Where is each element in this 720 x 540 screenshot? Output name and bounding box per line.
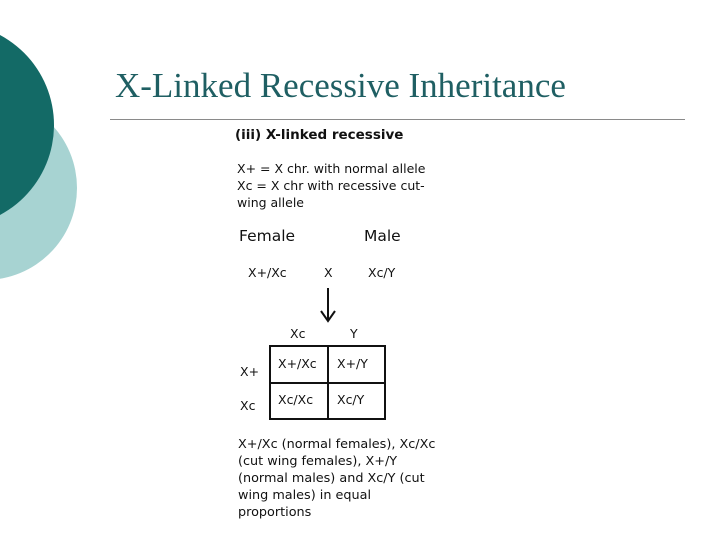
result-line: wing males) in equal — [238, 488, 372, 503]
result-line: X+/Xc (normal females), Xc/Xc — [238, 437, 436, 452]
figure-heading: (iii) X-linked recessive — [235, 127, 404, 143]
female-label: Female — [239, 227, 296, 245]
male-genotype: Xc/Y — [368, 265, 396, 280]
punnett-cell: Xc/Y — [337, 392, 365, 407]
punnett-col-header: Y — [350, 326, 358, 341]
cross-symbol: X — [324, 265, 333, 280]
down-arrow-icon — [320, 288, 336, 323]
title-divider — [110, 119, 685, 120]
result-line: (normal males) and Xc/Y (cut — [238, 471, 425, 486]
dark-teal-circle — [0, 35, 54, 215]
punnett-square: X+/Xc X+/Y Xc/Xc Xc/Y — [269, 345, 386, 420]
decorative-teal-circles — [0, 35, 77, 279]
definition-line-1: X+ = X chr. with normal allele — [237, 161, 426, 176]
result-line: proportions — [238, 505, 312, 520]
male-label: Male — [364, 227, 401, 245]
result-line: (cut wing females), X+/Y — [238, 454, 398, 469]
punnett-cell: X+/Y — [337, 356, 368, 371]
punnett-row-header: Xc — [240, 398, 256, 413]
punnett-cell: X+/Xc — [278, 356, 317, 371]
result-description: X+/Xc (normal females), Xc/Xc (cut wing … — [238, 436, 435, 521]
definition-line-2: Xc = X chr with recessive cut- — [237, 178, 425, 193]
definition-line-3: wing allele — [237, 195, 304, 210]
punnett-row-header: X+ — [240, 364, 260, 379]
female-genotype: X+/Xc — [248, 265, 287, 280]
inheritance-figure: (iii) X-linked recessive X+ = X chr. wit… — [232, 124, 492, 536]
punnett-col-header: Xc — [290, 326, 306, 341]
punnett-cell: Xc/Xc — [278, 392, 314, 407]
slide-title: X-Linked Recessive Inheritance — [115, 66, 566, 105]
